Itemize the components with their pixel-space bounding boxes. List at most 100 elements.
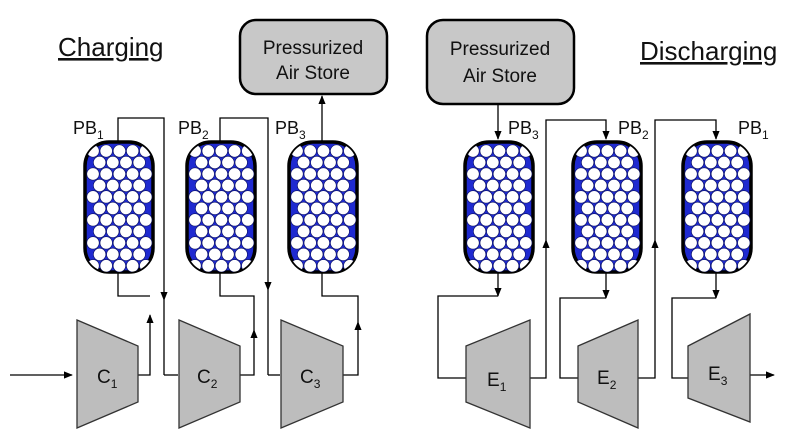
pebble (710, 144, 724, 158)
pebble (581, 224, 595, 238)
pebble (214, 236, 228, 250)
pb-label: PB1 (73, 118, 104, 142)
pebble (614, 213, 628, 227)
pebble (691, 156, 705, 170)
pebble (730, 156, 744, 170)
pebble (221, 156, 235, 170)
pebble (492, 144, 506, 158)
pebble (234, 247, 248, 261)
charging-bed-1: PB1 (73, 118, 155, 274)
discharging-bed-1: PB1 (681, 118, 769, 274)
pebble (512, 179, 526, 193)
pebble (730, 201, 744, 215)
pebble (704, 224, 718, 238)
pebble (86, 190, 100, 204)
pebble (336, 156, 350, 170)
e2-to-pb1-pipe (654, 119, 720, 240)
pebble (93, 179, 107, 193)
pebble (221, 179, 235, 193)
expander-2: E2 (577, 319, 639, 429)
pebble (343, 167, 357, 181)
pebble (600, 167, 614, 181)
pebble (730, 247, 744, 261)
discharging-piping (437, 104, 775, 379)
pebble (737, 190, 751, 204)
pebble (201, 144, 215, 158)
pebble (290, 167, 304, 181)
pebble (486, 156, 500, 170)
pebble (132, 201, 146, 215)
pb2-to-c3-pipe (219, 117, 272, 291)
pebble (201, 167, 215, 181)
pebble (581, 247, 595, 261)
pb2-bottom-pipe (219, 272, 255, 330)
pebble (724, 190, 738, 204)
discharging-title: Discharging (640, 36, 777, 66)
pebble (581, 201, 595, 215)
pebble (492, 236, 506, 250)
pebble (466, 213, 480, 227)
pb1-bottom-pipe (117, 272, 150, 297)
pebble (316, 144, 330, 158)
pebble (214, 259, 228, 272)
pebble (234, 201, 248, 215)
pebble (112, 259, 126, 272)
air-store-line1: Pressurized (263, 38, 363, 59)
pebble (614, 167, 628, 181)
pebble (486, 201, 500, 215)
pebble (303, 259, 317, 272)
pebble (587, 213, 601, 227)
pebble (330, 190, 344, 204)
pebble (303, 167, 317, 181)
compressor-label: C2 (197, 367, 218, 391)
pebble (99, 259, 113, 272)
pebble (214, 144, 228, 158)
pebble (519, 167, 533, 181)
pebble (188, 167, 202, 181)
pebble (479, 236, 493, 250)
compressor-3: C3 (280, 319, 344, 429)
pebble (587, 236, 601, 250)
pebble (614, 144, 628, 158)
pebble (139, 167, 153, 181)
pebble (316, 259, 330, 272)
pebble (214, 213, 228, 227)
pebble (724, 236, 738, 250)
pebble (473, 224, 487, 238)
pebble (99, 213, 113, 227)
expander-1: E1 (465, 319, 531, 429)
pebble (512, 247, 526, 261)
discharging-section: Discharging Pressurized Air Store (425, 18, 777, 429)
pebble (473, 156, 487, 170)
pebble (607, 201, 621, 215)
pebble (587, 190, 601, 204)
pb1-to-c2-pipe (117, 117, 168, 301)
expander-body (687, 312, 751, 423)
pebble (704, 247, 718, 261)
pebble (499, 247, 513, 261)
pebble (228, 144, 242, 158)
pebble (241, 213, 255, 227)
pebble (627, 167, 641, 181)
pebble (119, 179, 133, 193)
pebble (310, 224, 324, 238)
pebble (297, 201, 311, 215)
pebble-fill (188, 144, 255, 272)
pebble (208, 156, 222, 170)
pebble (330, 236, 344, 250)
pebble (112, 236, 126, 250)
pebble (691, 247, 705, 261)
pebble (492, 167, 506, 181)
pebble (697, 236, 711, 250)
pebble (499, 179, 513, 193)
pebble-fill (684, 144, 751, 272)
pebble (600, 259, 614, 272)
compressor-1: C1 (76, 319, 139, 429)
pebble (119, 201, 133, 215)
pebble (330, 259, 344, 272)
expander-body (465, 319, 531, 429)
pebble (620, 156, 634, 170)
pebble (221, 201, 235, 215)
pebble (600, 213, 614, 227)
